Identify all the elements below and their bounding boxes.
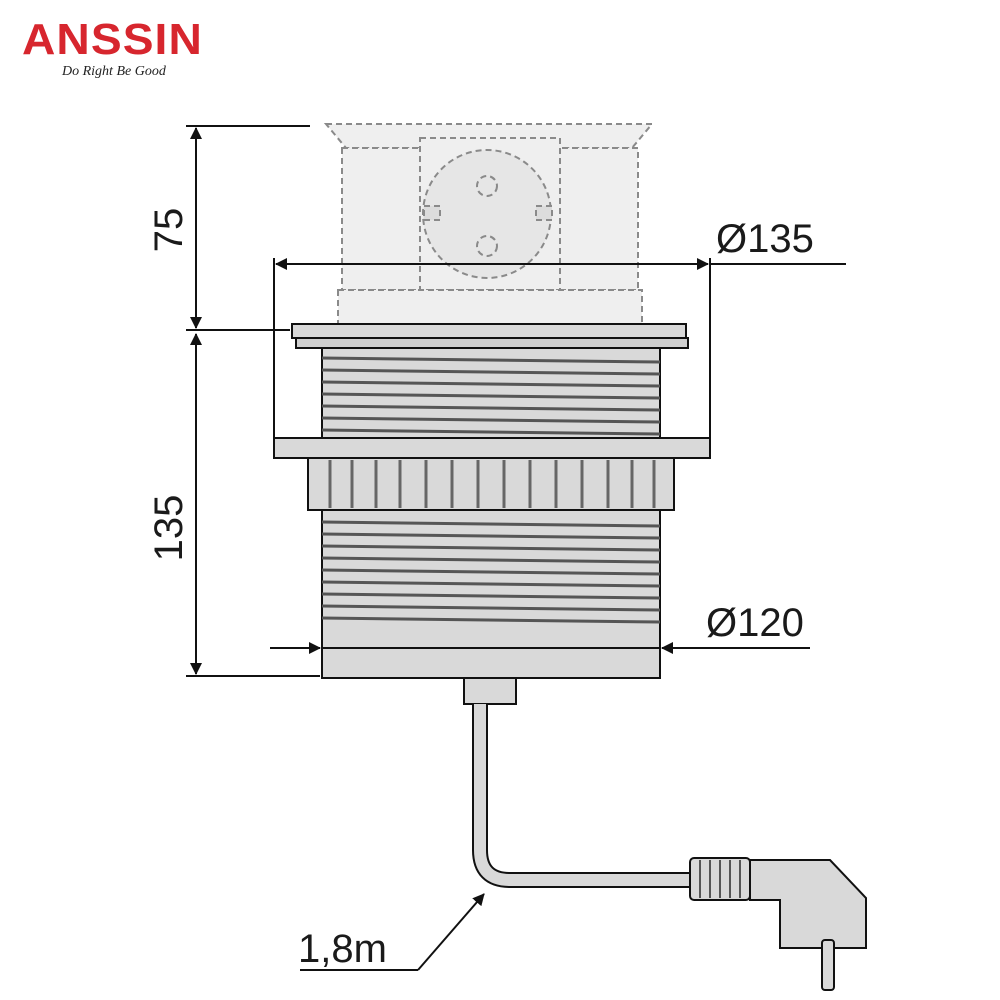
schuko-plug bbox=[689, 857, 867, 991]
mounting-flange bbox=[273, 437, 711, 459]
top-lid bbox=[291, 323, 689, 349]
dimension-height-135 bbox=[186, 333, 320, 677]
dimension-flange-diameter bbox=[273, 258, 846, 438]
lower-threaded-body bbox=[321, 509, 661, 679]
logo-wordmark: ANSSIN bbox=[22, 15, 203, 64]
cable-outline bbox=[472, 704, 700, 888]
logo-tagline: Do Right Be Good bbox=[62, 64, 166, 79]
dimension-label-75: 75 bbox=[147, 208, 191, 253]
popup-socket-ghost bbox=[323, 123, 655, 325]
upper-threaded-body bbox=[321, 347, 661, 439]
dimension-label-cable: 1,8m bbox=[298, 927, 387, 971]
dimension-label-135: 135 bbox=[147, 495, 191, 562]
cable-gland bbox=[463, 677, 517, 705]
dimension-label-d135: Ø135 bbox=[716, 217, 814, 261]
brand-logo: ANSSIN Do Right Be Good bbox=[22, 18, 202, 80]
dimension-label-d120: Ø120 bbox=[706, 601, 804, 645]
dimension-height-75 bbox=[186, 125, 310, 331]
cable bbox=[474, 704, 700, 886]
dimension-cable-length bbox=[300, 893, 485, 971]
ribbed-ring bbox=[307, 457, 675, 511]
